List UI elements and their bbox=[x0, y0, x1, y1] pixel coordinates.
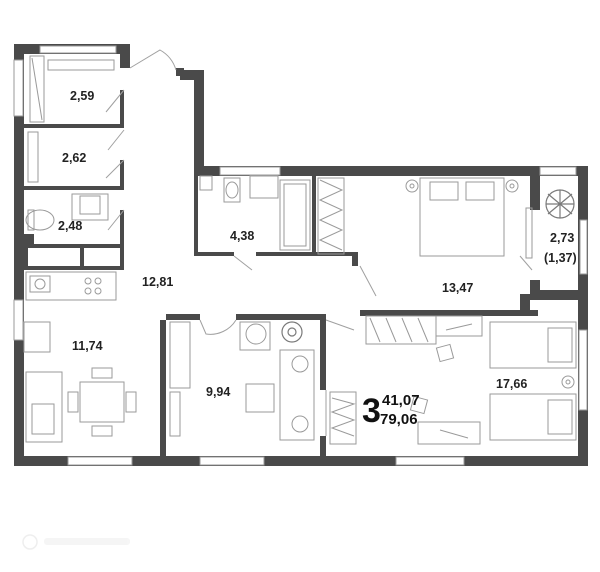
furniture bbox=[23, 55, 577, 445]
area-bath-small: 2,48 bbox=[58, 219, 82, 233]
area-bedroom-kids: 17,66 bbox=[496, 377, 527, 391]
area-bedroom-small: 9,94 bbox=[206, 385, 230, 399]
room-labels: 2,59 2,62 2,48 4,38 12,81 13,47 2,73 (1,… bbox=[58, 89, 577, 399]
apartment-summary: 3 41,07 79,06 bbox=[362, 392, 420, 430]
windows bbox=[13, 45, 588, 466]
rooms-count: 3 bbox=[362, 392, 381, 430]
area-kitchen: 11,74 bbox=[72, 339, 103, 353]
area-hall: 12,81 bbox=[142, 275, 173, 289]
area-bathroom: 4,38 bbox=[230, 229, 254, 243]
doors bbox=[105, 49, 533, 436]
watermark-logo bbox=[22, 534, 130, 550]
area-balcony-reduced: (1,37) bbox=[544, 251, 577, 265]
plant-icon bbox=[545, 189, 575, 219]
area-balcony: 2,73 bbox=[550, 231, 574, 245]
total-area: 79,06 bbox=[380, 411, 418, 428]
walls bbox=[14, 44, 588, 466]
area-bedroom-main: 13,47 bbox=[442, 281, 473, 295]
area-wardrobe: 2,59 bbox=[70, 89, 94, 103]
living-area: 41,07 bbox=[382, 392, 420, 409]
area-wc: 2,62 bbox=[62, 151, 86, 165]
